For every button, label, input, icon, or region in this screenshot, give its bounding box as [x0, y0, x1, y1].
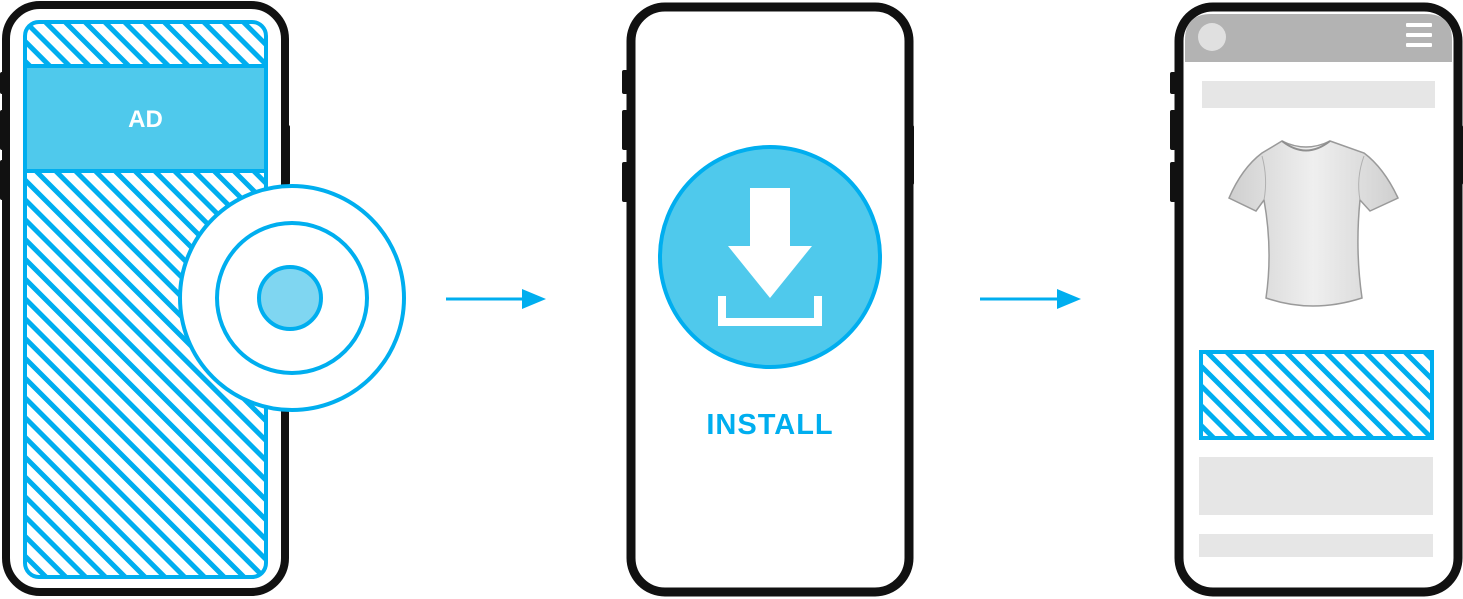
app-header-bar — [1185, 14, 1452, 62]
ad-banner-label: AD — [128, 106, 163, 133]
tshirt-icon — [1228, 140, 1399, 307]
menu-icon[interactable] — [1406, 23, 1432, 47]
download-icon — [718, 188, 822, 326]
highlighted-ad-slot[interactable] — [1199, 350, 1434, 440]
install-label: INSTALL — [706, 409, 833, 441]
arrow-right-icon — [446, 289, 546, 309]
download-button[interactable] — [658, 145, 882, 369]
ad-banner[interactable] — [23, 64, 268, 173]
phone-ad-screen: AD — [0, 1, 406, 596]
avatar-icon[interactable] — [1198, 23, 1226, 51]
title-placeholder — [1202, 81, 1435, 108]
tap-target-icon — [178, 184, 406, 412]
arrow-right-icon — [980, 289, 1081, 309]
phone-app-screen — [1170, 2, 1463, 597]
content-placeholder — [1199, 457, 1433, 515]
content-placeholder — [1199, 534, 1433, 557]
phone-install-screen: INSTALL — [622, 2, 914, 597]
